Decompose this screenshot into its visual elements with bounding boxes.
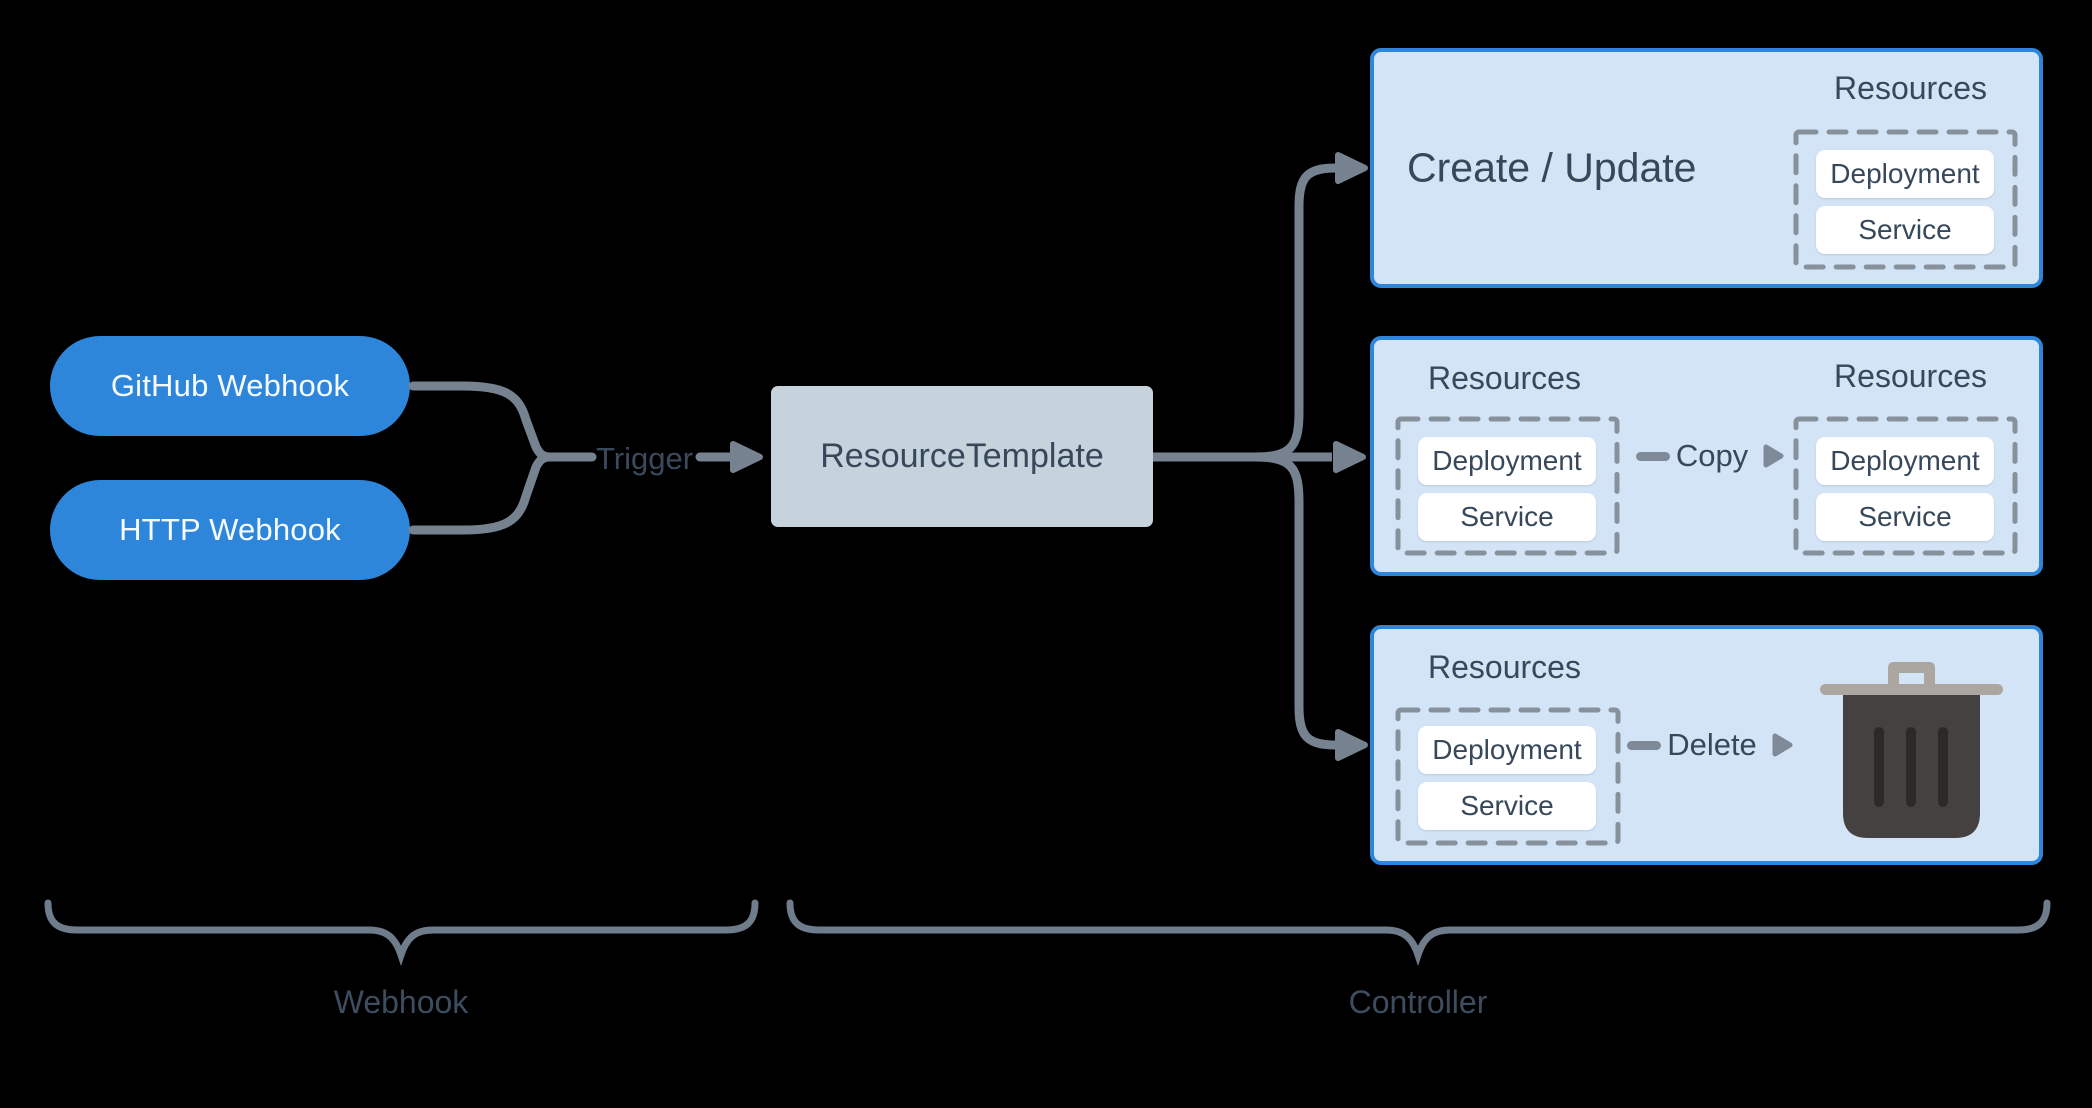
branch-bottom-connector <box>1153 452 1337 750</box>
http-webhook-label: HTTP Webhook <box>119 512 341 547</box>
deployment-resource-box: Deployment <box>1418 726 1596 774</box>
github-webhook-node: GitHub Webhook <box>50 336 410 436</box>
branch-top-arrow-head <box>1335 152 1368 184</box>
webhook-brace <box>44 899 759 967</box>
create-update-action-label: Create / Update <box>1407 144 1697 191</box>
trigger-label: Trigger <box>596 441 694 476</box>
service-resource-box: Service <box>1418 782 1596 830</box>
resource-template-label: ResourceTemplate <box>820 437 1104 475</box>
webhook-merge-connector <box>408 381 555 462</box>
delete-panel: Resources Deployment Service Delete <box>1370 625 2043 865</box>
connector-dash <box>1635 451 1670 461</box>
service-resource-box: Service <box>1816 206 1994 254</box>
webhook-merge-connector <box>408 452 555 535</box>
branch-bottom-arrow-head <box>1335 729 1368 761</box>
delete-action-label: Delete <box>1667 727 1757 762</box>
delete-action-group: Delete <box>1620 724 1800 766</box>
branch-top-connector <box>1153 163 1337 462</box>
branch-middle-arrow-head <box>1333 441 1366 473</box>
resource-template-node: ResourceTemplate <box>771 386 1153 527</box>
deployment-resource-box: Deployment <box>1418 437 1596 485</box>
service-resource-box: Service <box>1816 493 1994 541</box>
right-arrow-icon <box>1772 733 1793 757</box>
service-resource-box: Service <box>1418 493 1596 541</box>
resources-title-source: Resources <box>1428 360 1581 396</box>
trash-icon <box>1820 662 2003 838</box>
copy-action-label: Copy <box>1675 438 1749 473</box>
github-webhook-label: GitHub Webhook <box>110 368 350 403</box>
resources-title-target: Resources <box>1834 358 1987 394</box>
connector-dash <box>1627 740 1662 750</box>
copy-panel: Resources Resources Deployment Service D… <box>1370 336 2043 576</box>
create-update-panel: Resources Create / Update Deployment Ser… <box>1370 48 2043 288</box>
webhook-group-label: Webhook <box>333 984 469 1020</box>
copy-action-group: Copy <box>1620 435 1800 477</box>
controller-group-label: Controller <box>1348 984 1488 1020</box>
trigger-arrow-head <box>730 441 763 473</box>
resources-title: Resources <box>1428 649 1581 685</box>
deployment-resource-box: Deployment <box>1816 150 1994 198</box>
resources-title: Resources <box>1834 70 1987 106</box>
deployment-resource-box: Deployment <box>1816 437 1994 485</box>
right-arrow-icon <box>1763 444 1784 468</box>
controller-brace <box>786 899 2051 967</box>
http-webhook-node: HTTP Webhook <box>50 480 410 580</box>
